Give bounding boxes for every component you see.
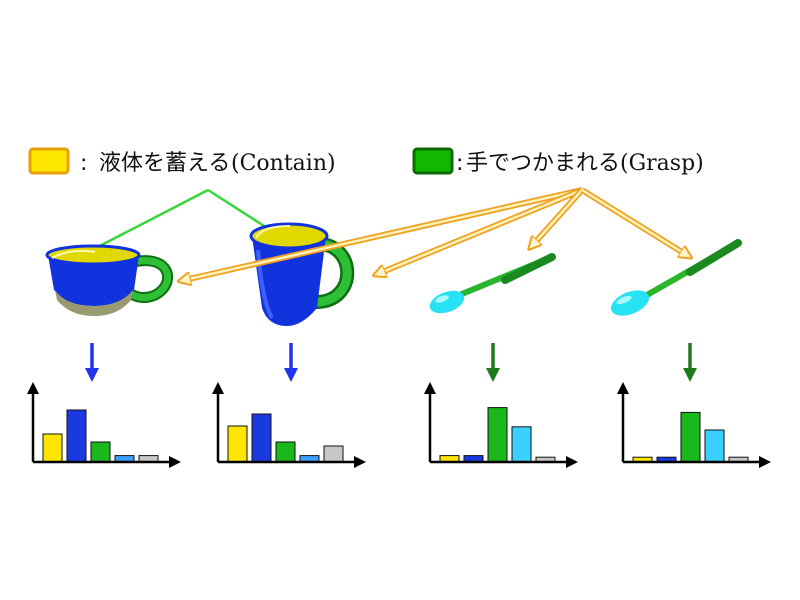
grasp-arrows <box>180 187 690 281</box>
chart-axes <box>212 382 366 468</box>
chart-mug <box>212 343 366 468</box>
grasp-arrow-mug-inner <box>375 188 583 275</box>
chart-bar <box>487 407 508 463</box>
down-arrow <box>486 343 500 382</box>
down-arrow <box>683 343 697 382</box>
chart-bar <box>275 441 296 463</box>
down-arrow <box>85 343 99 382</box>
chart-bar <box>42 433 63 463</box>
chart-bar <box>227 425 248 463</box>
legend-label-grasp: 手でつかまれる <box>466 151 620 176</box>
chart-bar <box>251 413 272 463</box>
chart-axes <box>27 382 181 468</box>
legend-tag-contain: (Contain) <box>231 151 336 176</box>
chart-bar <box>66 409 87 463</box>
legend-sep-grasp: : <box>456 151 463 176</box>
chart-bar <box>323 445 344 463</box>
chart-bar <box>511 426 532 463</box>
legend: : 液体を蓄える (Contain) : 手でつかまれる (Grasp) <box>28 147 704 176</box>
down-arrow <box>284 343 298 382</box>
chart-bar <box>680 411 701 463</box>
grasp-arrow-cup-inner <box>180 188 583 281</box>
grasp-arrow-spoon-1-inner <box>530 189 583 248</box>
chart-teacup <box>27 343 181 468</box>
chart-axes <box>617 382 771 468</box>
chart-spoon-2 <box>617 343 771 468</box>
mug-icon <box>249 222 355 326</box>
spoon-icon <box>429 253 556 314</box>
affordance-charts <box>27 343 771 468</box>
legend-swatch-contain <box>28 147 70 175</box>
chart-bar <box>704 429 725 463</box>
teacup-icon <box>45 244 173 316</box>
legend-swatch-grasp <box>412 147 454 175</box>
chart-axes <box>424 382 578 468</box>
legend-tag-grasp: (Grasp) <box>620 151 704 176</box>
chart-spoon-1 <box>424 343 578 468</box>
spoon-icon <box>611 239 742 316</box>
contain-arrows <box>86 188 277 254</box>
legend-label-contain: 液体を蓄える <box>99 151 230 176</box>
legend-sep-contain: : <box>80 151 87 176</box>
chart-bar <box>90 441 111 463</box>
contain-arrow-cup <box>86 188 209 254</box>
grasp-arrow-spoon-2-inner <box>581 188 690 257</box>
